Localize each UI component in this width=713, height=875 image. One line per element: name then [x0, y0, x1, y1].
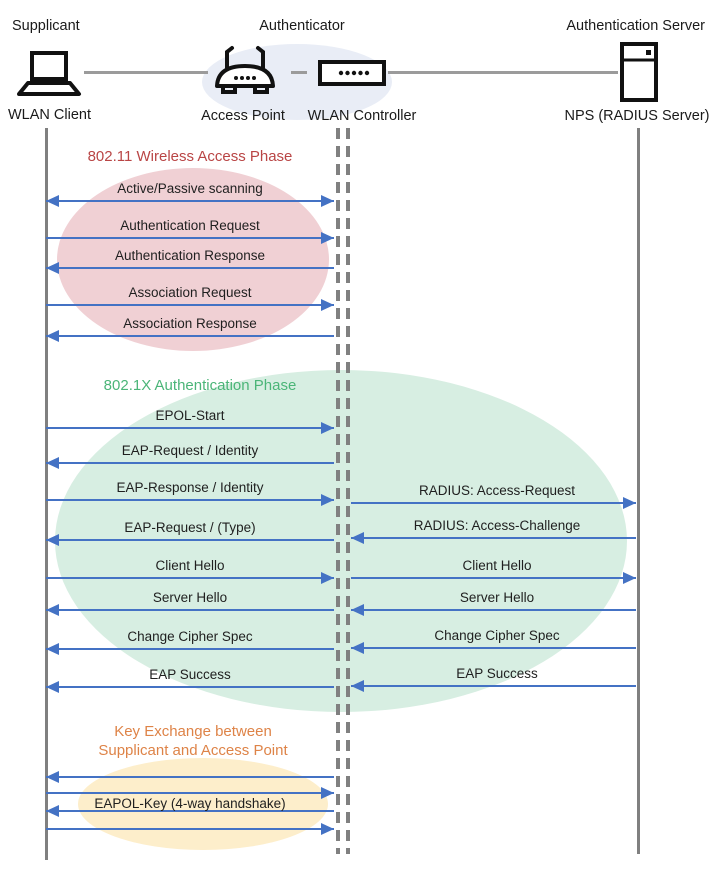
connector-controller-server	[388, 71, 618, 74]
change-cipher-spec-right-line	[351, 647, 636, 649]
association-response-arrowhead-left	[46, 330, 59, 342]
radius-access-challenge-arrowhead-left	[351, 532, 364, 544]
wlan-controller-icon	[318, 60, 386, 86]
epol-start-line	[46, 427, 334, 429]
access-point-label: Access Point	[201, 108, 285, 124]
authentication-server-role-label: Authentication Server	[566, 18, 705, 34]
client-hello-right-label: Client Hello	[462, 558, 532, 573]
server-hello-right-label: Server Hello	[459, 590, 535, 605]
radius-access-request-line	[351, 502, 636, 504]
client-hello-right-line	[351, 577, 636, 579]
wlan-client-label: WLAN Client	[8, 107, 91, 123]
eap-request-identity-line	[46, 462, 334, 464]
wlan-controller-label: WLAN Controller	[307, 108, 417, 124]
controller-lifeline-left	[336, 128, 340, 854]
server-icon	[620, 42, 658, 102]
eapol-key-msg3-arrowhead-left	[46, 805, 59, 817]
eap-response-identity-arrowhead-right	[321, 494, 334, 506]
eapol-key-msg1-line	[46, 776, 334, 778]
client-hello-left-line	[46, 577, 334, 579]
radius-access-request-label: RADIUS: Access-Request	[418, 483, 576, 498]
connector-client-ap	[84, 71, 208, 74]
client-hello-right-arrowhead-right	[623, 572, 636, 584]
nps-radius-server-label: NPS (RADIUS Server)	[564, 108, 710, 124]
epol-start-label: EPOL-Start	[155, 408, 225, 423]
eap-response-identity-label: EAP-Response / Identity	[116, 480, 264, 495]
association-response-line	[46, 335, 334, 337]
server-hello-right-line	[351, 609, 636, 611]
authentication-response-line	[46, 267, 334, 269]
dot1x-authentication-phase-title: 802.1X Authentication Phase	[103, 377, 297, 394]
radius-access-challenge-line	[351, 537, 636, 539]
change-cipher-spec-right-arrowhead-left	[351, 642, 364, 654]
key-exchange-phase-title-line2: Supplicant and Access Point	[98, 742, 288, 759]
radius-access-challenge-label: RADIUS: Access-Challenge	[413, 518, 581, 533]
eap-request-identity-label: EAP-Request / Identity	[121, 443, 259, 458]
server-hello-left-arrowhead-left	[46, 604, 59, 616]
wireless-access-phase-title: 802.11 Wireless Access Phase	[87, 148, 293, 165]
eap-request-identity-arrowhead-left	[46, 457, 59, 469]
active-passive-scanning-arrowhead-left	[46, 195, 59, 207]
eapol-key-msg2-line	[46, 792, 334, 794]
eap-success-right-line	[351, 685, 636, 687]
eapol-key-msg3-line	[46, 810, 334, 812]
eap-success-right-arrowhead-left	[351, 680, 364, 692]
authentication-response-arrowhead-left	[46, 262, 59, 274]
change-cipher-spec-left-line	[46, 648, 334, 650]
access-point-icon	[210, 44, 280, 102]
change-cipher-spec-right-label: Change Cipher Spec	[434, 628, 560, 643]
association-request-arrowhead-right	[321, 299, 334, 311]
association-response-label: Association Response	[123, 316, 257, 331]
active-passive-scanning-line	[46, 200, 334, 202]
eap-success-left-label: EAP Success	[149, 667, 231, 682]
authenticator-role-label: Authenticator	[259, 18, 345, 34]
supplicant-role-label: Supplicant	[12, 18, 80, 34]
eap-success-left-line	[46, 686, 334, 688]
eap-success-left-arrowhead-left	[46, 681, 59, 693]
change-cipher-spec-left-arrowhead-left	[46, 643, 59, 655]
key-exchange-phase-title: Key Exchange between Supplicant and Acce…	[43, 722, 343, 760]
authentication-response-label: Authentication Response	[114, 248, 266, 263]
client-hello-left-label: Client Hello	[155, 558, 225, 573]
wireless-access-phase-ellipse	[57, 168, 329, 351]
active-passive-scanning-label: Active/Passive scanning	[117, 181, 263, 196]
connector-ap-controller	[291, 71, 307, 74]
eapol-key-msg4-arrowhead-right	[321, 823, 334, 835]
key-exchange-phase-ellipse	[78, 758, 328, 850]
eap-request-type-arrowhead-left	[46, 534, 59, 546]
server-hello-right-arrowhead-left	[351, 604, 364, 616]
association-request-line	[46, 304, 334, 306]
eapol-key-msg4-line	[46, 828, 334, 830]
eap-response-identity-line	[46, 499, 334, 501]
eapol-key-msg2-arrowhead-right	[321, 787, 334, 799]
eap-request-type-line	[46, 539, 334, 541]
association-request-label: Association Request	[128, 285, 252, 300]
server-hello-left-line	[46, 609, 334, 611]
laptop-icon	[16, 50, 82, 98]
change-cipher-spec-left-label: Change Cipher Spec	[127, 629, 253, 644]
server-hello-left-label: Server Hello	[152, 590, 228, 605]
client-hello-left-arrowhead-right	[321, 572, 334, 584]
authentication-request-arrowhead-right	[321, 232, 334, 244]
radius-access-request-arrowhead-right	[623, 497, 636, 509]
eap-request-type-label: EAP-Request / (Type)	[124, 520, 256, 535]
epol-start-arrowhead-right	[321, 422, 334, 434]
server-lifeline	[637, 128, 640, 854]
eapol-key-label-label: EAPOL-Key (4-way handshake)	[94, 796, 286, 811]
controller-lifeline-right	[346, 128, 350, 854]
key-exchange-phase-title-line1: Key Exchange between	[114, 723, 272, 740]
eapol-key-msg1-arrowhead-left	[46, 771, 59, 783]
authentication-request-line	[46, 237, 334, 239]
eap-success-right-label: EAP Success	[456, 666, 538, 681]
authentication-request-label: Authentication Request	[120, 218, 260, 233]
supplicant-lifeline	[45, 128, 48, 860]
active-passive-scanning-arrowhead-right	[321, 195, 334, 207]
